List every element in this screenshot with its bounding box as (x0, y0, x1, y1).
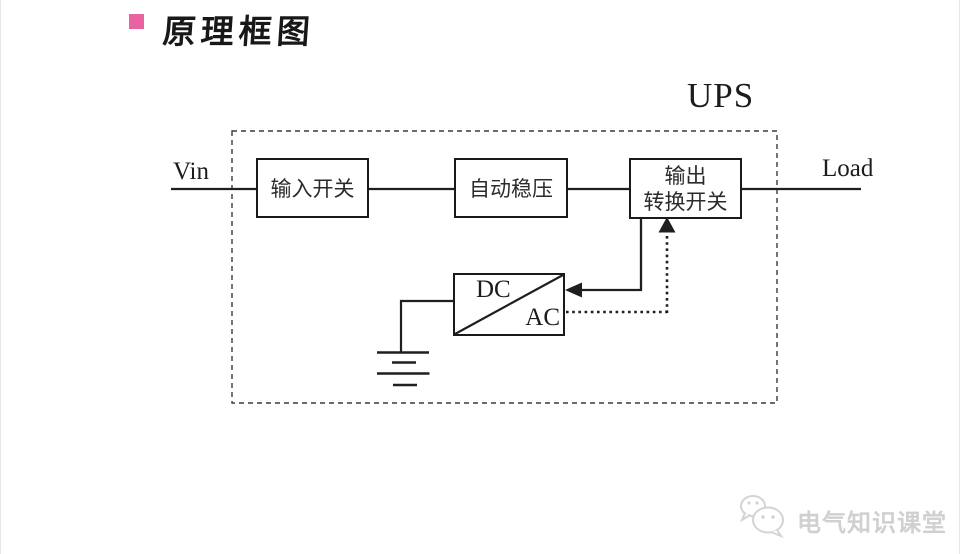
load-label: Load (822, 155, 874, 182)
ac-label: AC (525, 304, 560, 331)
block-voltage-regulator: 自动稳压 (454, 158, 568, 218)
inverter-to-output-dotted-line (566, 231, 669, 314)
left-arrowhead-icon (565, 282, 582, 298)
ups-dashed-boundary (231, 130, 778, 404)
brand-watermark: 电气知识课堂 (737, 489, 947, 543)
brand-watermark-text: 电气知识课堂 (797, 509, 947, 537)
title-bullet-icon (129, 14, 144, 29)
block-input-switch: 输入开关 (256, 158, 369, 218)
vin-label: Vin (173, 158, 209, 185)
battery-wire (399, 299, 454, 352)
block-input-switch-label: 输入开关 (270, 177, 355, 201)
block-output-switch-label-line1: 输出 (664, 164, 707, 188)
output-to-inverter-line (582, 218, 643, 292)
block-voltage-regulator-label: 自动稳压 (469, 177, 553, 201)
up-arrowhead-icon (658, 217, 676, 233)
block-inverter-dc-ac: DC AC (453, 273, 565, 336)
ups-boundary-label: UPS (687, 76, 755, 115)
inverter-diagonal (454, 274, 564, 335)
block-output-transfer-switch: 输出 转换开关 (629, 158, 742, 219)
block-output-switch-label-line2: 转换开关 (643, 190, 728, 214)
wechat-logo-icon (739, 495, 784, 539)
dc-label: DC (476, 276, 511, 303)
